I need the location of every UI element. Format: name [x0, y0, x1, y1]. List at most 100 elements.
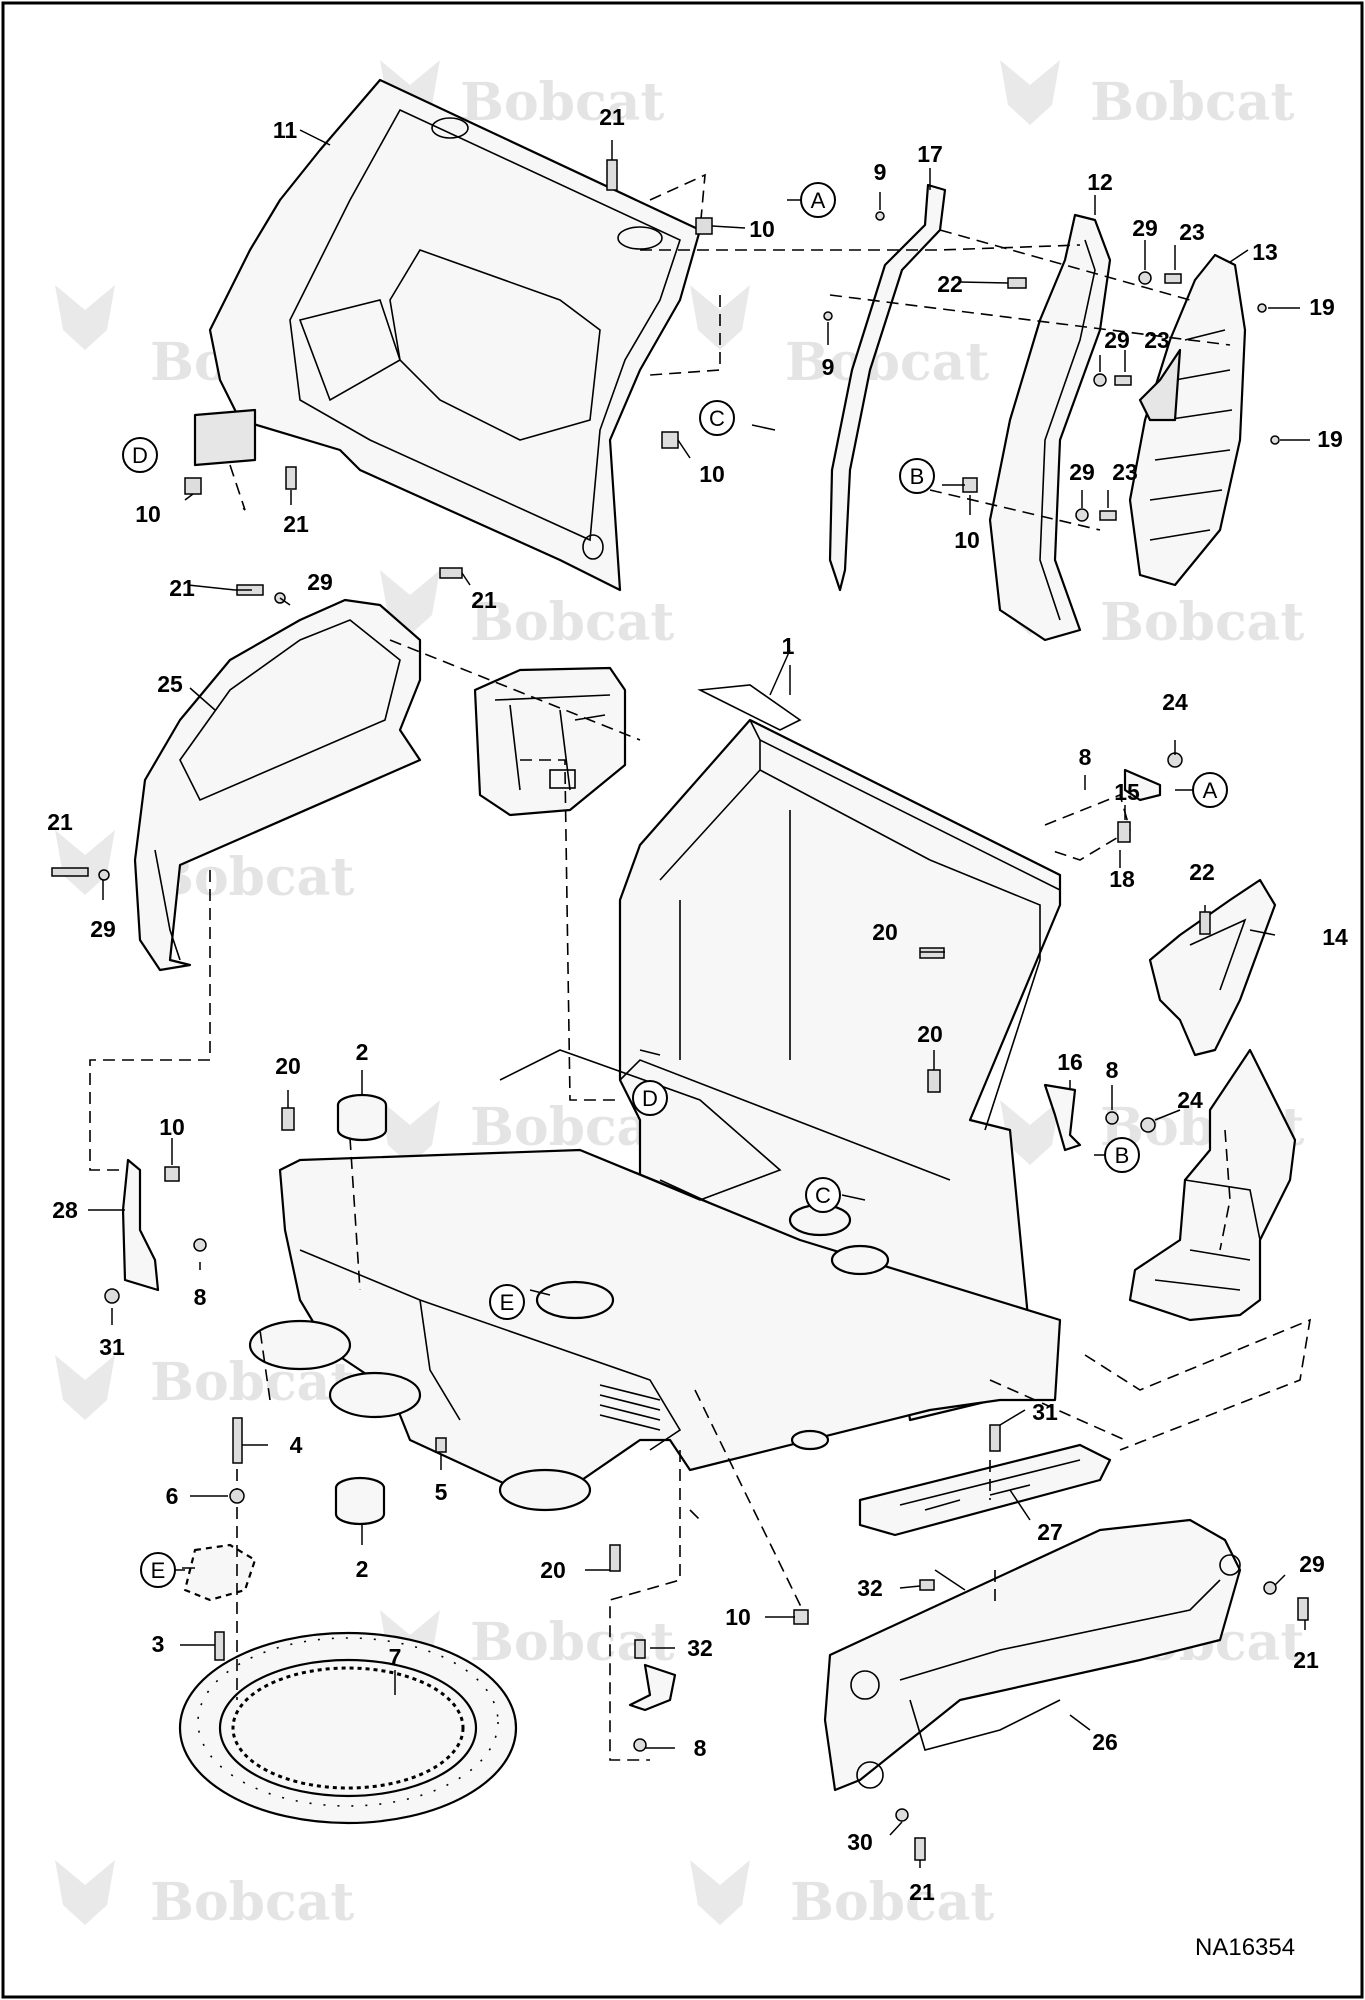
callout-21-d: 21 — [283, 511, 309, 537]
callout-17: 17 — [917, 141, 943, 167]
bolt-20-left — [281, 1107, 295, 1131]
watermark-2: Bobcat — [1000, 60, 1294, 133]
callout-4: 4 — [290, 1432, 303, 1458]
callout-9-lower: 9 — [822, 354, 835, 380]
callout-21-top: 21 — [599, 104, 625, 130]
callout-21-far-left: 21 — [47, 809, 73, 835]
watermark-15: Bobcat — [55, 1860, 354, 1933]
leader-lines — [88, 129, 1310, 1868]
bolt-20-frame — [919, 947, 945, 959]
part-e-plate — [183, 1543, 257, 1602]
callout-15: 15 — [1114, 779, 1140, 805]
callout-18: 18 — [1109, 866, 1135, 892]
part-11-rear-inner-panel — [193, 78, 702, 592]
callout-7: 7 — [389, 1644, 402, 1670]
callout-29-c: 29 — [1069, 459, 1095, 485]
washer-29-right — [1263, 1581, 1277, 1595]
callout-28: 28 — [52, 1197, 78, 1223]
counterweight-block — [473, 666, 627, 817]
bolt-23-b — [1114, 375, 1132, 386]
callout-27: 27 — [1037, 1519, 1063, 1545]
screw-19-a — [1257, 303, 1267, 313]
part-13-grille-panel — [1128, 253, 1247, 587]
washer-8-left — [193, 1238, 207, 1252]
callout-8-bottom: 8 — [694, 1735, 707, 1761]
reference-a-right: A — [1192, 772, 1228, 808]
callout-13: 13 — [1252, 239, 1278, 265]
nut-24-right — [1140, 1117, 1156, 1133]
callout-29-bottom: 30 — [847, 1829, 873, 1855]
watermark-text: Bobcat — [790, 1872, 994, 1933]
callout-24-top: 24 — [1162, 689, 1188, 715]
callout-9-top: 9 — [874, 159, 887, 185]
part-31-bracket — [628, 1663, 677, 1712]
screw-19-b — [1270, 435, 1280, 445]
callout-20-frame-b: 20 — [917, 1021, 943, 1047]
callout-22-right: 22 — [1189, 859, 1215, 885]
part-2-bushing-lower — [334, 1476, 386, 1526]
bolt-21-mid — [439, 567, 463, 579]
washer-29-bottom — [895, 1808, 909, 1822]
reference-letter: E — [151, 1558, 166, 1583]
bolt-21-d — [285, 466, 297, 490]
part-12-side-cover — [988, 213, 1112, 642]
callout-25: 25 — [157, 671, 183, 697]
part-16-bracket — [1043, 1083, 1082, 1152]
callout-23-b: 23 — [1144, 327, 1170, 353]
callout-21-bottom: 21 — [909, 1879, 935, 1905]
callout-29-b: 29 — [1104, 327, 1130, 353]
callout-23-c: 23 — [1112, 459, 1138, 485]
reference-letter: B — [910, 464, 925, 489]
reference-d-top: D — [122, 437, 158, 473]
callout-30: 31 — [1032, 1399, 1058, 1425]
callout-5: 5 — [435, 1479, 448, 1505]
bolt-4 — [232, 1417, 243, 1464]
bolt-20-bottom — [609, 1544, 621, 1572]
watermark-text: Bobcat — [1090, 72, 1294, 133]
reference-letter: B — [1115, 1143, 1130, 1168]
callout-29-far-left: 29 — [90, 916, 116, 942]
reference-markers: A A B B C C D D — [122, 182, 1228, 1588]
watermark-text: Bobcat — [150, 1872, 354, 1933]
reference-letter: C — [815, 1183, 831, 1208]
part-14-right-front-cover — [1148, 878, 1277, 1057]
callout-10-bottom: 10 — [725, 1604, 751, 1630]
screw-22 — [1007, 277, 1027, 289]
reference-e-frame: E — [489, 1284, 525, 1320]
watermark-text: Bobcat — [1100, 592, 1304, 653]
part-25-left-rear-cover — [133, 598, 422, 972]
callout-31-left: 31 — [99, 1334, 125, 1360]
watermark-16: Bobcat — [690, 1860, 994, 1933]
callout-10-c: 10 — [699, 461, 725, 487]
reference-d-frame: D — [632, 1080, 668, 1116]
callout-10-d: 10 — [135, 501, 161, 527]
callout-10-top: 10 — [749, 216, 775, 242]
nut-10-left — [164, 1166, 180, 1182]
callout-12: 12 — [1087, 169, 1113, 195]
callout-10-left: 10 — [159, 1114, 185, 1140]
bolt-23-a — [1164, 273, 1182, 284]
washer-29-a — [1138, 271, 1152, 285]
reference-letter: D — [642, 1086, 658, 1111]
bolt-31-bottom — [634, 1639, 646, 1659]
reference-a-top: A — [800, 182, 836, 218]
callout-20-bottom: 20 — [540, 1557, 566, 1583]
lower-frame — [248, 1049, 1062, 1512]
right-counterweight — [1128, 1048, 1297, 1322]
bolt-21-bottom — [914, 1837, 926, 1861]
callout-23-a: 23 — [1179, 219, 1205, 245]
nut-10-top — [695, 217, 713, 235]
reference-e-plate: E — [140, 1552, 176, 1588]
part-17-seal-strip — [828, 183, 947, 592]
callout-21-left: 21 — [169, 575, 195, 601]
callout-20-frame: 20 — [872, 919, 898, 945]
callout-2-upper: 2 — [356, 1039, 369, 1065]
washer-6 — [229, 1488, 245, 1504]
bolt-20-frame-b — [927, 1069, 941, 1093]
callout-29-left: 29 — [307, 569, 333, 595]
reference-letter: A — [1203, 778, 1218, 803]
reference-letter: A — [811, 188, 826, 213]
callout-24-right: 24 — [1177, 1087, 1203, 1113]
